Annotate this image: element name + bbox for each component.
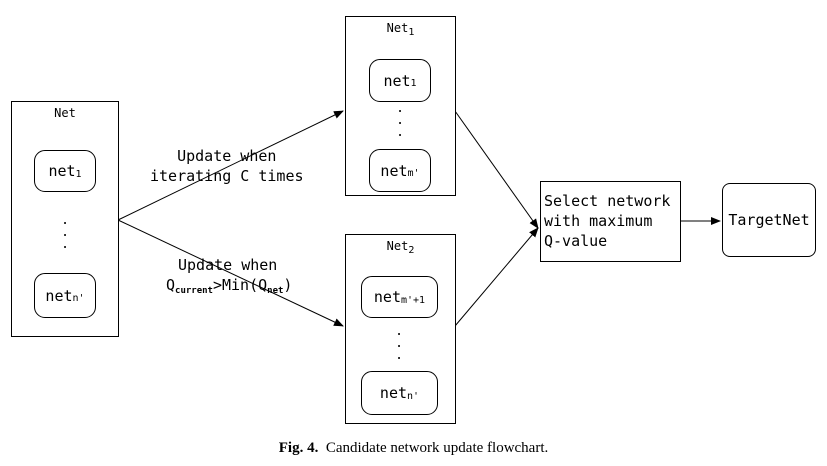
arrow-net1-to-select bbox=[454, 110, 539, 229]
net-ellipsis: ... bbox=[61, 213, 69, 252]
net-title: Net bbox=[54, 106, 76, 120]
net2-title: Net2 bbox=[386, 239, 415, 256]
upper-edge-label: Update when iterating C times bbox=[150, 147, 304, 185]
arrow-net2-to-select bbox=[454, 227, 539, 327]
figure-caption: Fig. 4. Candidate network update flowcha… bbox=[278, 440, 549, 456]
arrow-net-to-net1 bbox=[117, 110, 344, 221]
arrow-net-to-net2 bbox=[117, 219, 344, 327]
lower-edge-label: Update when Qcurrent>Min(Qnet) bbox=[166, 256, 293, 296]
select-network-box: Select network with maximum Q-value bbox=[540, 181, 681, 262]
net1-ellipsis: ... bbox=[396, 101, 404, 140]
net1-title: Net1 bbox=[386, 21, 415, 38]
net2-ellipsis: ... bbox=[395, 324, 403, 363]
target-net-box: TargetNet bbox=[722, 183, 816, 257]
